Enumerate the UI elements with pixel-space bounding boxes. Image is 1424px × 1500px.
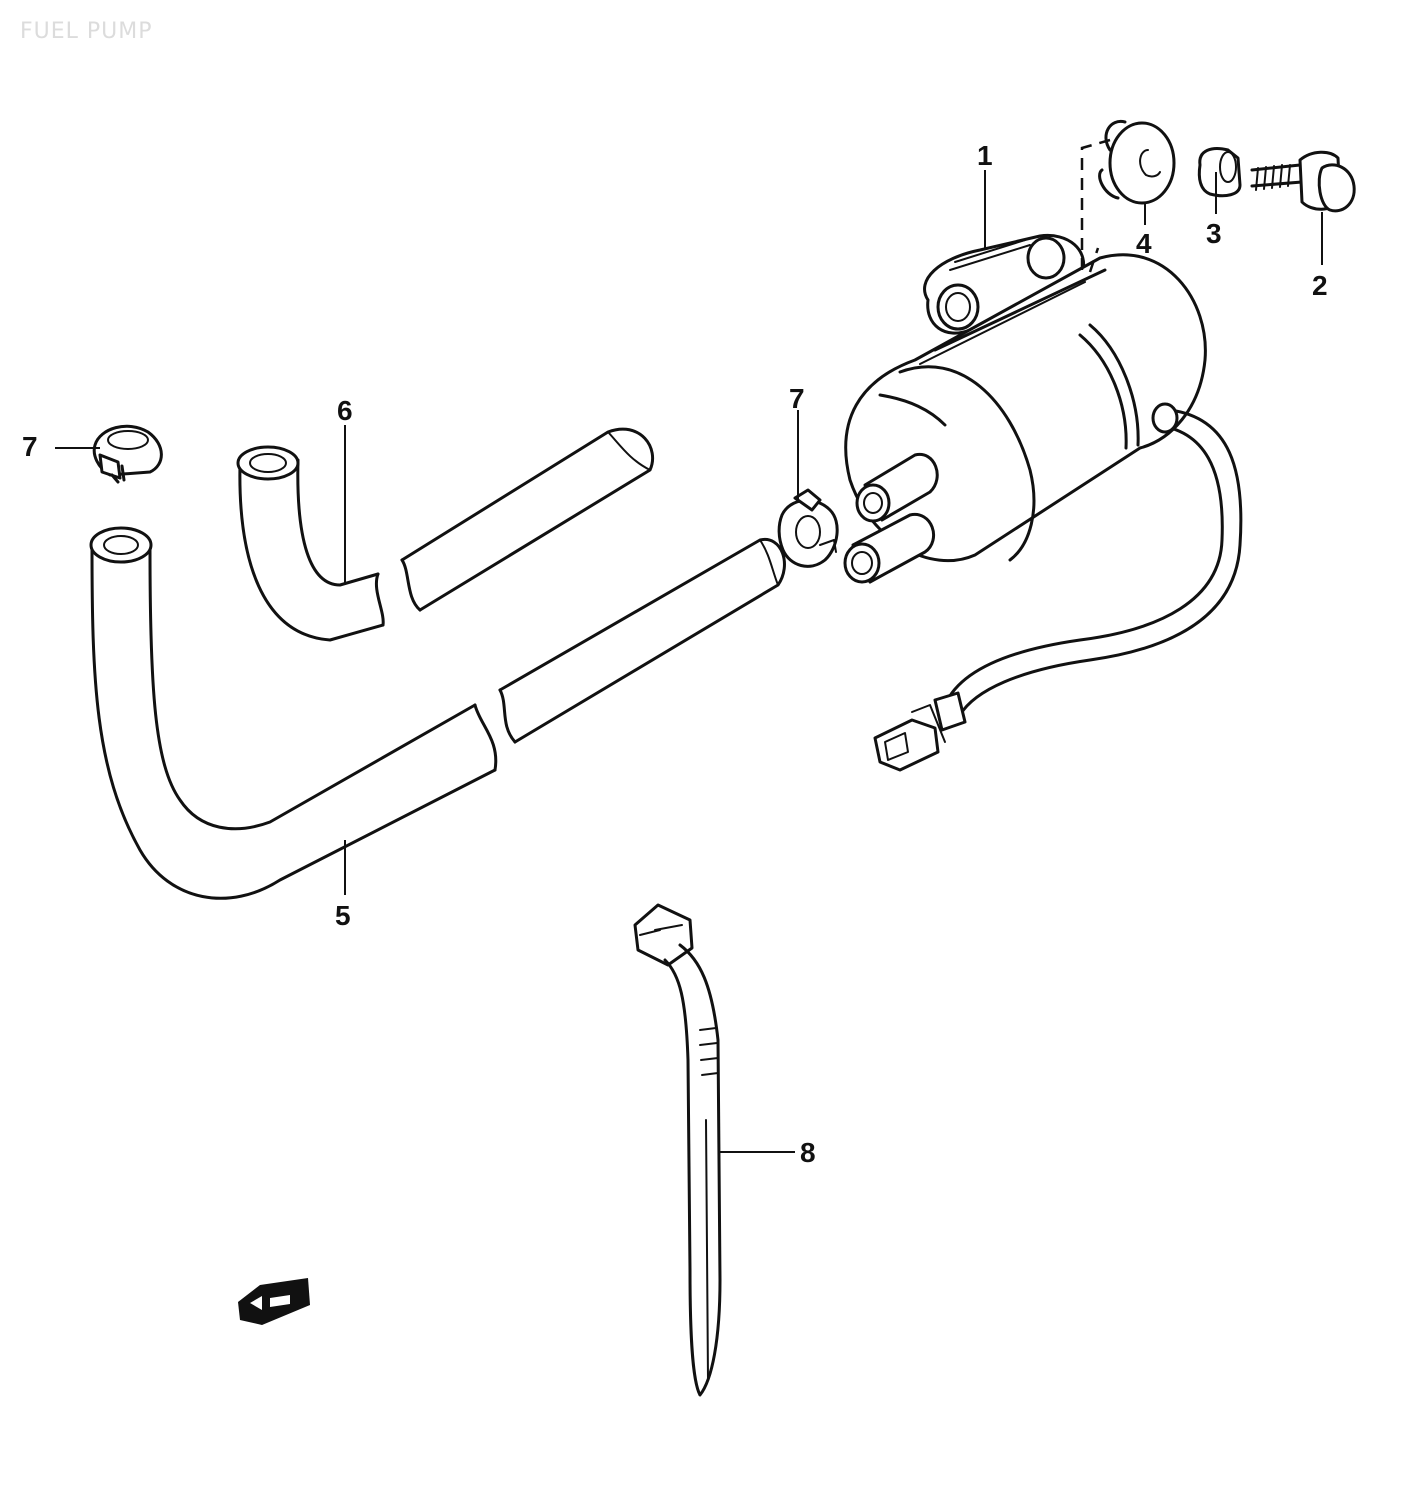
fuel-hose-5[interactable] [89, 526, 786, 900]
cushion-grommet[interactable] [1098, 119, 1176, 205]
callout-7-right: 7 [789, 383, 805, 414]
callout-6: 6 [337, 395, 353, 426]
mounting-bolt[interactable] [1250, 150, 1356, 213]
callout-7-left: 7 [22, 431, 38, 462]
cable-tie[interactable] [633, 903, 722, 1397]
fuel-hose-6[interactable] [236, 427, 655, 642]
front-arrow-icon [238, 1278, 310, 1325]
callout-3: 3 [1206, 218, 1222, 249]
callout-8: 8 [800, 1137, 816, 1168]
callout-1: 1 [977, 140, 993, 171]
spacer-collar[interactable] [1197, 147, 1242, 198]
fuel-pump[interactable] [843, 233, 1207, 584]
callout-2: 2 [1312, 270, 1328, 301]
hose-clamp-left[interactable] [92, 424, 163, 484]
callout-4: 4 [1136, 228, 1152, 259]
diagram-title: FUEL PUMP [20, 19, 153, 44]
hose-clamp-right[interactable] [777, 488, 839, 568]
callout-5: 5 [335, 900, 351, 931]
pump-wire-lead[interactable] [873, 402, 1243, 772]
